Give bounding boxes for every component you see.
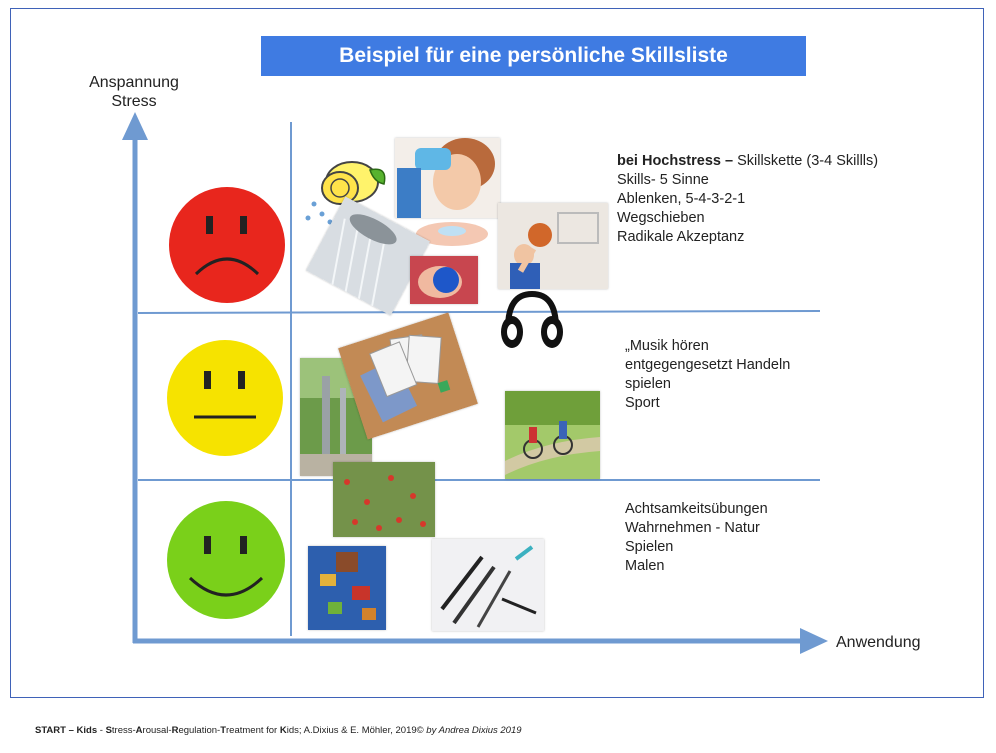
lemon-icon bbox=[305, 161, 386, 225]
x-axis-arrow-icon bbox=[800, 628, 828, 654]
footer-part: T bbox=[220, 725, 226, 736]
skills-high-stress-line: Radikale Akzeptanz bbox=[617, 229, 745, 245]
skills-low-stress-line: Malen bbox=[625, 558, 665, 574]
skills-medium-stress-line: „Musik hören bbox=[625, 338, 709, 354]
footer-part: S bbox=[105, 725, 112, 736]
skills-high-stress-lead-bold: bei Hochstress – bbox=[617, 153, 734, 169]
y-axis-label-line1: Anspannung bbox=[89, 74, 179, 91]
footer-part: K bbox=[279, 725, 287, 736]
slide-frame bbox=[10, 8, 984, 698]
drawing-pens-photo bbox=[432, 539, 544, 631]
footer-part: tress- bbox=[111, 725, 136, 736]
y-axis-label-line2: Stress bbox=[111, 93, 157, 110]
headphones-icon bbox=[501, 290, 563, 348]
skills-high-stress-lead: bei Hochstress – Skillskette (3-4 Skilll… bbox=[617, 152, 878, 171]
skills-low-stress-line: Wahrnehmen - Natur bbox=[625, 520, 760, 536]
cycling-photo bbox=[505, 391, 600, 479]
skills-low-stress-line: Achtsamkeitsübungen bbox=[625, 501, 768, 517]
happy-face-icon bbox=[167, 501, 285, 619]
basketball-photo bbox=[498, 203, 608, 289]
footer-part: rousal- bbox=[142, 725, 172, 736]
slide-title: Beispiel für eine persönliche Skillslist… bbox=[261, 36, 806, 76]
y-axis-label: Anspannung Stress bbox=[80, 73, 188, 111]
poppy-field-photo bbox=[333, 462, 435, 537]
skills-medium-stress-line: spielen bbox=[625, 376, 671, 392]
footer-part: - bbox=[97, 725, 106, 736]
footer-part: egulation- bbox=[178, 725, 221, 736]
skills-low-stress-line: Spielen bbox=[625, 539, 674, 555]
hands-water-photo bbox=[416, 222, 488, 246]
footer-part: A bbox=[135, 725, 143, 736]
sad-face-icon bbox=[169, 187, 285, 303]
stress-ball-photo bbox=[410, 256, 478, 304]
skills-high-stress-line: Ablenken, 5-4-3-2-1 bbox=[617, 191, 746, 207]
footer-part: R bbox=[171, 725, 179, 736]
building-blocks-photo bbox=[308, 546, 386, 630]
skills-medium-stress-line: Sport bbox=[625, 395, 660, 411]
y-axis-arrow-icon bbox=[122, 112, 148, 140]
footer-part: reatment for bbox=[226, 725, 280, 736]
skills-high-stress-lead-rest: Skillskette (3-4 Skillls) bbox=[733, 153, 879, 169]
skills-medium-stress: „Musik hören entgegengesetzt Handeln spi… bbox=[625, 337, 790, 413]
neutral-face-icon bbox=[167, 340, 283, 456]
shower-photo bbox=[305, 196, 431, 316]
skills-high-stress-line: Skills- 5 Sinne bbox=[617, 172, 709, 188]
boy-cooling-face-photo bbox=[395, 138, 500, 218]
footer-credit: START – Kids - Stress-Arousal-Regulation… bbox=[35, 725, 522, 736]
skills-low-stress: Achtsamkeitsübungen Wahrnehmen - Natur S… bbox=[625, 500, 768, 576]
skills-high-stress: bei Hochstress – Skillskette (3-4 Skilll… bbox=[617, 152, 878, 247]
skills-medium-stress-line: entgegengesetzt Handeln bbox=[625, 357, 791, 373]
footer-part: by Andrea Dixius 2019 bbox=[426, 725, 522, 736]
playing-cards-photo bbox=[338, 312, 478, 440]
x-axis-label: Anwendung bbox=[836, 634, 921, 651]
footer-part: ids; A.Dixius & E. Möhler, 2019© bbox=[286, 725, 427, 736]
footer-part: START – Kids bbox=[35, 725, 98, 736]
row-divider-top bbox=[137, 310, 821, 314]
skills-high-stress-line: Wegschieben bbox=[617, 210, 705, 226]
